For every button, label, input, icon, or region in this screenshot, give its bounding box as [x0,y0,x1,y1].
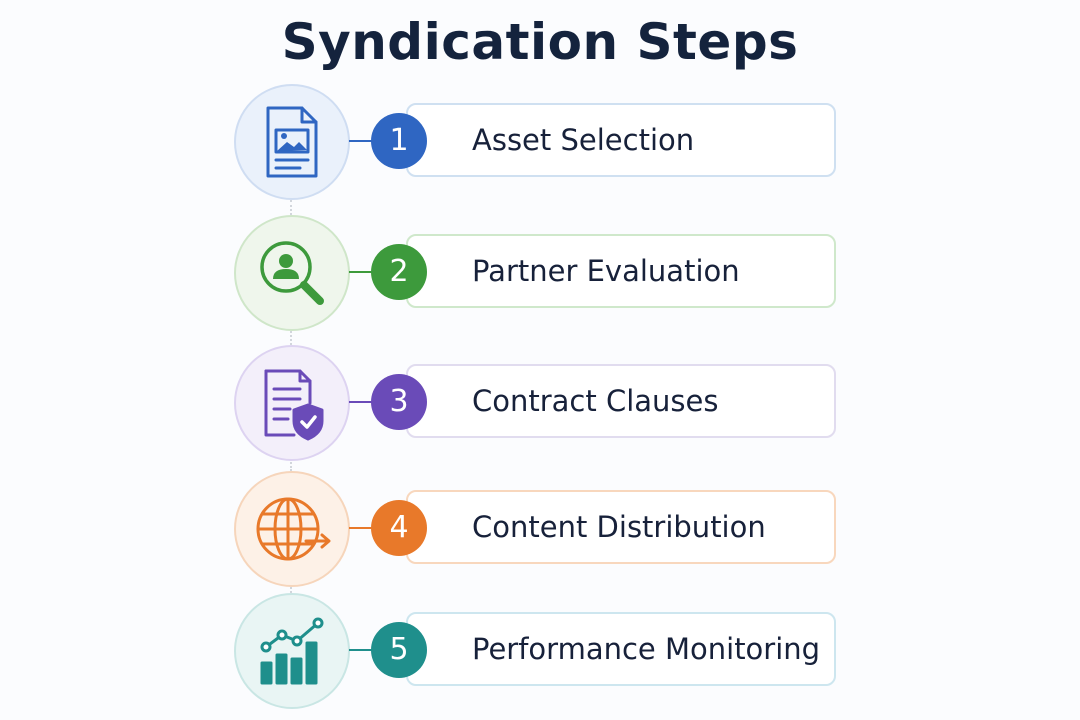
step-label: Content Distribution [472,510,766,544]
page-title: Syndication Steps [281,13,799,71]
timeline-line [290,459,292,471]
step-label-box: Content Distribution [406,490,836,564]
step-label-box: Asset Selection [406,103,836,177]
step-connector [349,649,375,651]
timeline-line [290,200,292,215]
step-5: 5 Performance Monitoring [0,593,1080,713]
step-4: 4 Content Distribution [0,471,1080,591]
person-search-icon [260,241,324,305]
timeline-line [290,583,292,593]
step-icon-circle [234,84,350,200]
step-label-box: Contract Clauses [406,364,836,438]
step-label: Contract Clauses [472,384,719,418]
step-connector [349,401,375,403]
step-number-badge: 4 [371,500,427,556]
step-label: Partner Evaluation [472,254,740,288]
step-number-badge: 2 [371,244,427,300]
step-connector [349,527,375,529]
step-icon-circle [234,593,350,709]
step-1: 1 Asset Selection [0,84,1080,204]
growth-chart-icon [260,617,324,685]
step-connector [349,140,375,142]
step-icon-circle [234,471,350,587]
document-image-icon [266,106,318,178]
step-icon-circle [234,215,350,331]
step-number-badge: 5 [371,622,427,678]
step-label-box: Performance Monitoring [406,612,836,686]
step-number-badge: 1 [371,113,427,169]
step-3: 3 Contract Clauses [0,345,1080,465]
contract-shield-icon [264,369,324,441]
step-label: Asset Selection [472,123,695,157]
step-connector [349,271,375,273]
timeline-line [290,328,292,345]
step-2: 2 Partner Evaluation [0,215,1080,335]
step-label: Performance Monitoring [472,632,821,666]
step-label-box: Partner Evaluation [406,234,836,308]
step-number-badge: 3 [371,374,427,430]
globe-arrow-icon [256,497,331,561]
step-icon-circle [234,345,350,461]
